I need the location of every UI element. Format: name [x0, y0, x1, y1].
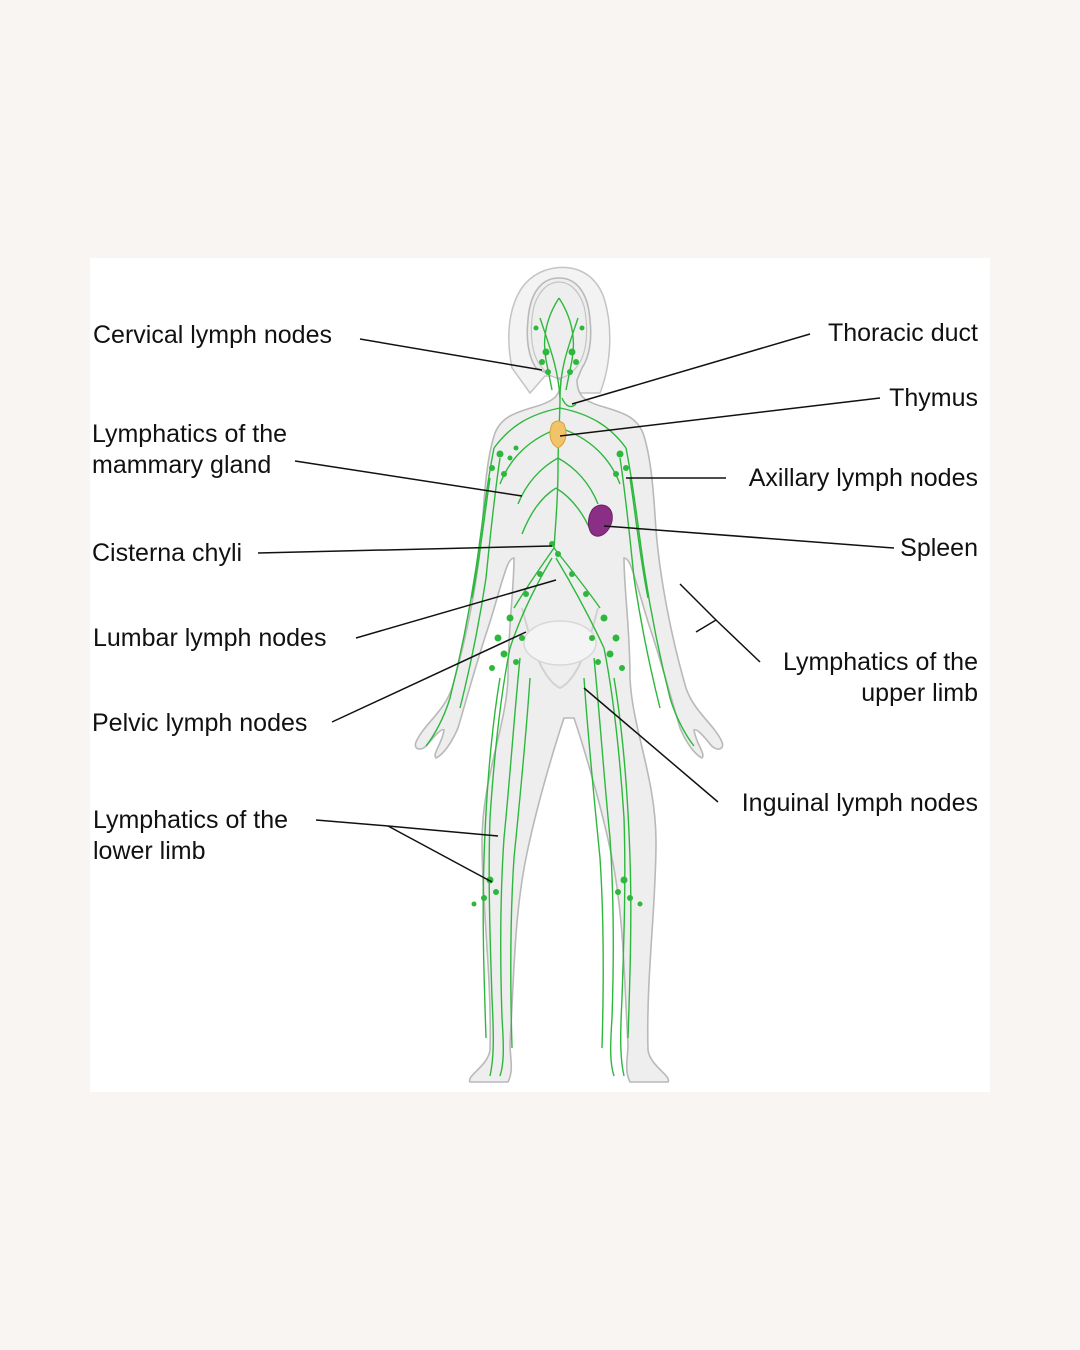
leader-spleen: [603, 525, 895, 549]
thymus-organ: [549, 420, 567, 449]
label-thoracic-duct: Thoracic duct: [827, 319, 978, 347]
leader-inguinal: [583, 687, 719, 803]
leader-upper-limb-2: [679, 583, 717, 621]
leader-pelvic: [331, 631, 527, 723]
leader-lower-limb-2: [387, 825, 493, 883]
lymphatic-vessels: [425, 297, 695, 1077]
label-spleen: Spleen: [900, 534, 978, 562]
leader-lines: [257, 333, 895, 883]
leader-cisterna: [257, 545, 553, 554]
spleen-organ: [588, 504, 613, 537]
label-cisterna-chyli: Cisterna chyli: [92, 539, 243, 567]
label-mammary-line1: Lymphatics of the: [92, 420, 288, 448]
lymph-nodes: [471, 325, 643, 907]
label-cervical-lymph-nodes: Cervical lymph nodes: [93, 321, 332, 349]
diagram-card: Cervical lymph nodes Lymphatics of the m…: [90, 258, 990, 1092]
pelvis-basin: [523, 620, 597, 666]
label-lower-limb-line1: Lymphatics of the: [93, 806, 289, 834]
leader-cervical: [359, 338, 543, 371]
leader-lower-limb: [315, 819, 499, 837]
label-lower-limb-line2: lower limb: [93, 837, 206, 865]
body-silhouette: [414, 266, 724, 1083]
label-lumbar-lymph-nodes: Lumbar lymph nodes: [93, 624, 327, 652]
label-pelvic-lymph-nodes: Pelvic lymph nodes: [92, 709, 308, 737]
leader-lumbar: [355, 579, 557, 639]
label-upper-limb-line2: upper limb: [861, 679, 978, 707]
label-upper-limb-line1: Lymphatics of the: [782, 648, 978, 676]
leader-thymus: [559, 397, 881, 437]
label-inguinal-lymph-nodes: Inguinal lymph nodes: [741, 789, 978, 817]
leader-upper-limb: [695, 619, 761, 663]
label-axillary-lymph-nodes: Axillary lymph nodes: [748, 464, 978, 492]
label-mammary-line2: mammary gland: [92, 451, 272, 479]
leader-mammary: [294, 460, 523, 497]
leader-thoracic: [571, 333, 811, 405]
lymphatic-system-diagram: [257, 266, 895, 1083]
label-thymus: Thymus: [889, 384, 978, 412]
